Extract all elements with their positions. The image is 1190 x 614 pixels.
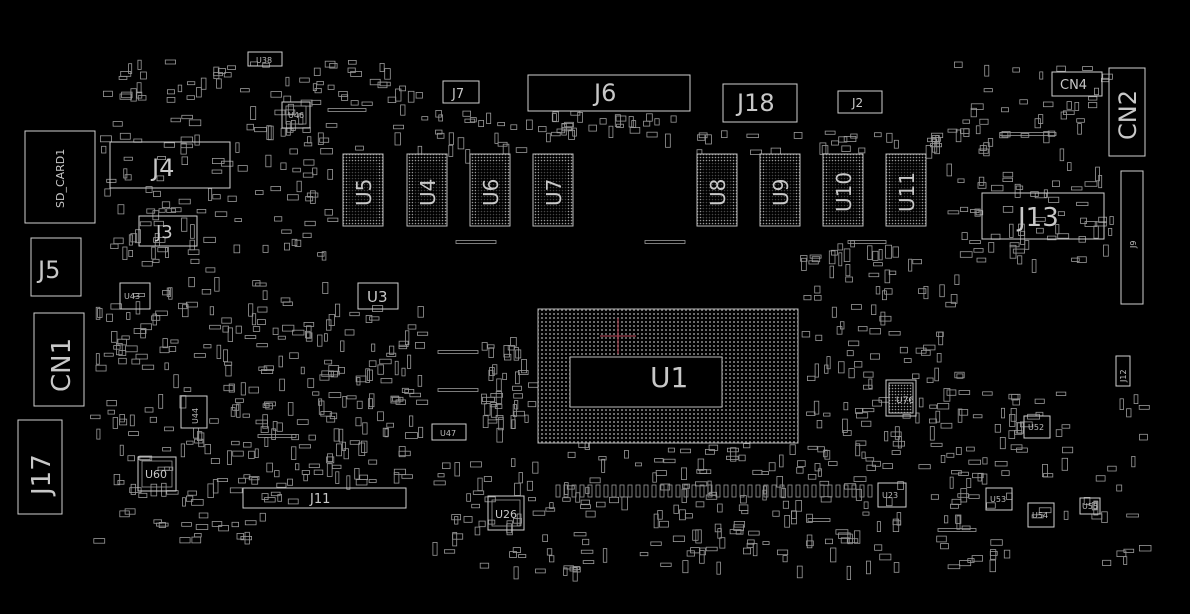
memory-chip-row: U5 U4 U6 U7 U8 U9 U10 U11 — [342, 153, 927, 227]
memory-chip-u7[interactable]: U7 — [532, 153, 574, 227]
label-u53: U53 — [990, 495, 1006, 504]
label-u60: U60 — [145, 468, 167, 481]
chip-u46[interactable]: U46 — [281, 101, 311, 129]
chip-u60[interactable]: U60 — [137, 456, 177, 492]
memory-chip-u4[interactable]: U4 — [406, 153, 448, 227]
memory-chip-u6[interactable]: U6 — [469, 153, 511, 227]
label-u23: U23 — [882, 491, 898, 500]
chip-u43[interactable]: U43 — [119, 282, 151, 310]
label-u76: U76 — [896, 396, 914, 406]
connector-j17[interactable]: J17 — [17, 419, 63, 515]
label-j3: J3 — [155, 222, 173, 243]
component-u38[interactable]: U38 — [247, 51, 283, 67]
memory-chip-u8[interactable]: U8 — [696, 153, 738, 227]
connector-j6[interactable]: J6 — [527, 74, 691, 112]
connector-j12[interactable]: J12 — [1115, 355, 1131, 387]
connector-j13[interactable]: J13 — [981, 192, 1105, 240]
connector-j18[interactable]: J18 — [722, 83, 798, 123]
chip-u26[interactable]: U26 — [487, 495, 525, 531]
label-j5: J5 — [36, 256, 60, 284]
chip-u44[interactable]: U44 — [180, 395, 208, 429]
label-cn1: CN1 — [47, 338, 77, 392]
label-u44: U44 — [191, 408, 200, 424]
label-u46: U46 — [288, 111, 304, 120]
chip-u3[interactable]: U3 — [357, 282, 399, 310]
label-j4: J4 — [150, 154, 174, 182]
connector-j3[interactable]: J3 — [138, 215, 198, 247]
label-u7: U7 — [542, 179, 566, 206]
label-cn2: CN2 — [1114, 90, 1142, 140]
label-u9: U9 — [769, 179, 793, 206]
label-j13: J13 — [1016, 203, 1059, 233]
label-u54: U54 — [1032, 511, 1048, 520]
chip-u52[interactable]: U52 — [1023, 415, 1051, 439]
connector-j7[interactable]: J7 — [442, 80, 480, 104]
connector-j9[interactable]: J9 — [1120, 170, 1144, 305]
label-j17: J17 — [27, 454, 57, 497]
label-j6: J6 — [592, 79, 616, 107]
memory-chip-u5[interactable]: U5 — [342, 153, 384, 227]
label-j2: J2 — [851, 96, 863, 110]
label-u47: U47 — [440, 429, 456, 438]
passive-components — [90, 59, 1152, 582]
label-j12: J12 — [1119, 369, 1128, 383]
label-u8: U8 — [706, 179, 730, 206]
label-u55: U55 — [1082, 502, 1098, 511]
chip-u23[interactable]: U23 — [877, 482, 907, 508]
connector-cn1[interactable]: CN1 — [33, 312, 85, 407]
label-j18: J18 — [735, 89, 775, 117]
cpu-u1[interactable]: U1 — [537, 308, 799, 444]
connector-j5[interactable]: J5 — [30, 237, 82, 297]
chip-u53[interactable]: U53 — [985, 487, 1013, 511]
connector-j2[interactable]: J2 — [837, 90, 883, 114]
label-u1: U1 — [650, 361, 688, 394]
label-u43: U43 — [124, 292, 140, 301]
label-u38: U38 — [256, 56, 272, 65]
label-j7: J7 — [451, 87, 464, 102]
label-u4: U4 — [416, 179, 440, 206]
label-j9: J9 — [1129, 241, 1138, 249]
connector-cn4[interactable]: CN4 — [1051, 71, 1103, 97]
label-u26: U26 — [495, 508, 517, 521]
chip-u54[interactable]: U54 — [1027, 502, 1055, 528]
memory-chip-u10[interactable]: U10 — [822, 153, 864, 227]
memory-chip-u9[interactable]: U9 — [759, 153, 801, 227]
connector-j4[interactable]: J4 — [109, 141, 231, 189]
chip-u47[interactable]: U47 — [431, 423, 467, 441]
label-u5: U5 — [352, 179, 376, 206]
memory-chip-u11[interactable]: U11 — [885, 153, 927, 227]
label-u6: U6 — [479, 179, 503, 206]
label-j11: J11 — [309, 492, 330, 507]
label-u52: U52 — [1028, 423, 1044, 432]
chip-u55[interactable]: U55 — [1079, 497, 1101, 515]
chip-u76[interactable]: U76 — [885, 379, 917, 417]
label-u3: U3 — [367, 288, 388, 306]
label-cn4: CN4 — [1060, 78, 1087, 93]
connector-cn2[interactable]: CN2 — [1108, 67, 1146, 157]
label-u10: U10 — [832, 172, 856, 212]
connector-j11[interactable]: J11 — [242, 487, 407, 509]
label-u11: U11 — [895, 172, 919, 212]
slot-sd-card1[interactable]: SD_CARD1 — [24, 130, 96, 224]
label-sd-card1: SD_CARD1 — [54, 149, 67, 208]
